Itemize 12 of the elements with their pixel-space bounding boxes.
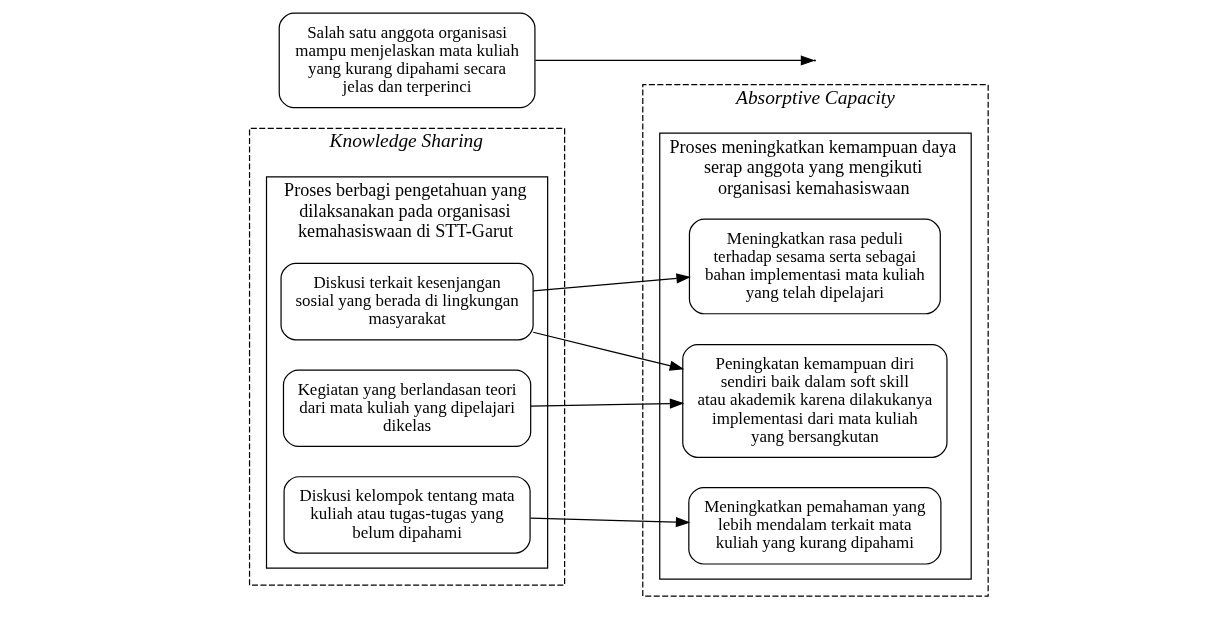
- node-box: Diskusi kelompok tentang mata kuliah atau tugas-tugas yang belum dipahami: [283, 476, 531, 554]
- arrow: [532, 331, 685, 371]
- node-box: Meningkatkan pemahaman yang lebih mendalam terkait mata kuliah yang kurang dipahami: [688, 487, 942, 565]
- arrow: [534, 55, 816, 66]
- node-box: Kegiatan yang berlandasan teori dari mata kuliah yang dipelajari dikelas: [282, 369, 532, 448]
- node-box: Diskusi terkait kesenjangan sosial yang berada di lingkungan masyarakat: [280, 262, 534, 341]
- node-box: Peningkatan kemampuan diri sendiri baik dalam soft skill atau akademik karena dilakukanya implementasi dari mata kuliah yang bersangkutan: [682, 344, 948, 458]
- node-box: Salah satu anggota organisasi mampu menjelaskan mata kuliah yang kurang dipahami secara jelas dan terperinci: [278, 12, 536, 109]
- arrow: [530, 398, 685, 409]
- arrow: [532, 273, 691, 292]
- arrow: [529, 517, 691, 528]
- node-box: Meningkatkan rasa peduli terhadap sesama serta sebagai bahan implementasi mata kuliah yang telah dipelajari: [688, 218, 941, 315]
